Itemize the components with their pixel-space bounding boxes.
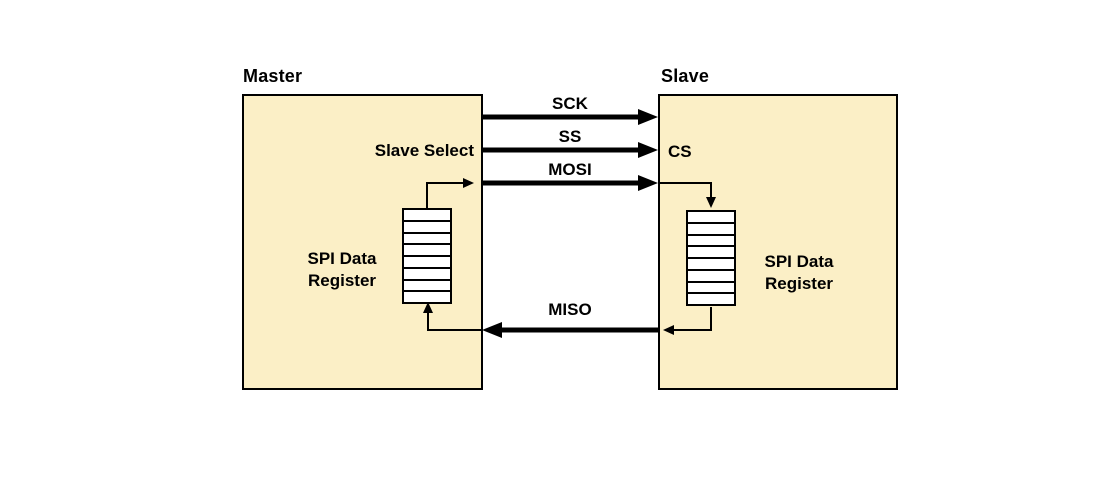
register-cell	[688, 270, 734, 283]
register-cell	[688, 282, 734, 295]
slave-box-title: Slave	[661, 66, 710, 86]
register-cell	[688, 294, 734, 304]
ss-signal-label: SS	[558, 127, 582, 146]
master-miso-in-wire	[423, 302, 481, 331]
slave-register-label-line2: Register	[764, 274, 834, 293]
miso-arrow	[482, 322, 658, 338]
master-register-label-line2: Register	[307, 271, 377, 290]
miso-signal-label: MISO	[548, 300, 592, 319]
slave-register-label: SPI Data Register	[744, 251, 854, 295]
register-cell	[404, 257, 450, 269]
register-cell	[688, 235, 734, 248]
register-cell	[404, 292, 450, 302]
register-cell	[688, 212, 734, 224]
sck-signal-label: SCK	[552, 94, 588, 113]
register-cell	[404, 268, 450, 281]
slave-miso-out-wire	[663, 307, 712, 335]
register-cell	[688, 247, 734, 259]
register-cell	[404, 221, 450, 234]
register-cell	[404, 233, 450, 246]
register-cell	[404, 280, 450, 293]
slave-select-label: Slave Select	[374, 141, 474, 160]
mosi-signal-label: MOSI	[548, 160, 592, 179]
master-register-label: SPI Data Register	[287, 248, 397, 292]
register-cell	[688, 259, 734, 271]
sck-arrow	[482, 109, 658, 125]
slave-spi-data-register	[686, 210, 736, 306]
register-cell	[404, 245, 450, 257]
ss-arrow	[482, 142, 658, 158]
cs-pin-label: CS	[668, 142, 692, 161]
master-box-title: Master	[243, 66, 303, 86]
register-cell	[404, 210, 450, 222]
master-mosi-out-wire	[426, 178, 474, 209]
register-cell	[688, 223, 734, 236]
master-spi-data-register	[402, 208, 452, 304]
slave-register-label-line1: SPI Data	[764, 252, 834, 271]
slave-mosi-in-wire	[659, 182, 716, 208]
mosi-arrow	[482, 175, 658, 191]
slave-box	[658, 94, 898, 390]
master-register-label-line1: SPI Data	[307, 249, 377, 268]
